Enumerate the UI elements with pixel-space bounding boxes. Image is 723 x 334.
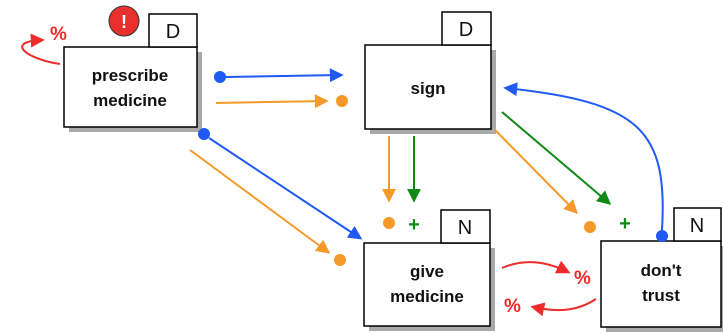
tag-box — [148, 13, 198, 48]
edge-sign-to-trust-green: + — [501, 111, 631, 235]
self-loop-edge: % — [21, 24, 67, 65]
edge-prescribe-to-give-blue — [198, 128, 363, 240]
tag-label: D — [166, 21, 180, 43]
node-prescribe-line1: prescribe — [92, 66, 169, 85]
tag-label: N — [458, 217, 472, 239]
alert-icon-mark: ! — [121, 12, 127, 32]
plus-marker: + — [619, 213, 631, 235]
tag-box — [673, 207, 722, 242]
edge-prescribe-to-give-orange — [189, 149, 346, 266]
tag-label: N — [690, 215, 704, 237]
node-give-line1: give — [410, 262, 444, 281]
node-trust-line2: trust — [642, 286, 680, 305]
node-prescribe-line2: medicine — [93, 91, 167, 110]
edge-sign-to-trust-orange — [494, 129, 596, 233]
edge-start-dot — [214, 71, 226, 83]
percent-marker: % — [504, 296, 521, 317]
node-sign-line1: sign — [411, 79, 446, 98]
edge-sign-to-give-orange — [382, 136, 396, 229]
edge-start-dot — [198, 128, 210, 140]
edge-trust-to-sign-blue — [503, 82, 668, 242]
tag-box — [440, 209, 491, 244]
node-sign: sign D — [364, 11, 496, 134]
plus-marker: + — [408, 214, 420, 236]
edge-sign-to-give-green: + — [407, 136, 421, 236]
tag-box — [441, 11, 492, 46]
edge-prescribe-to-sign-orange — [215, 94, 348, 109]
edge-end-dot — [383, 217, 395, 229]
node-dont-trust: don't trust N — [600, 207, 723, 332]
percent-marker: % — [50, 24, 67, 45]
node-give-line2: medicine — [390, 287, 464, 306]
edge-prescribe-to-sign-blue — [214, 68, 344, 83]
edge-end-dot — [336, 95, 348, 107]
alert-icon: ! — [108, 5, 140, 37]
node-give-medicine: give medicine N — [363, 209, 495, 331]
node-trust-line1: don't — [641, 261, 682, 280]
edge-give-to-trust-red: % — [501, 260, 591, 289]
edge-start-dot — [656, 230, 668, 242]
node-prescribe-medicine: prescribe medicine D ! — [63, 5, 202, 132]
percent-marker: % — [574, 268, 591, 289]
tag-label: D — [459, 19, 473, 41]
edge-trust-to-give-red: % — [504, 296, 597, 317]
edge-end-dot — [584, 221, 596, 233]
edge-end-dot — [334, 254, 346, 266]
